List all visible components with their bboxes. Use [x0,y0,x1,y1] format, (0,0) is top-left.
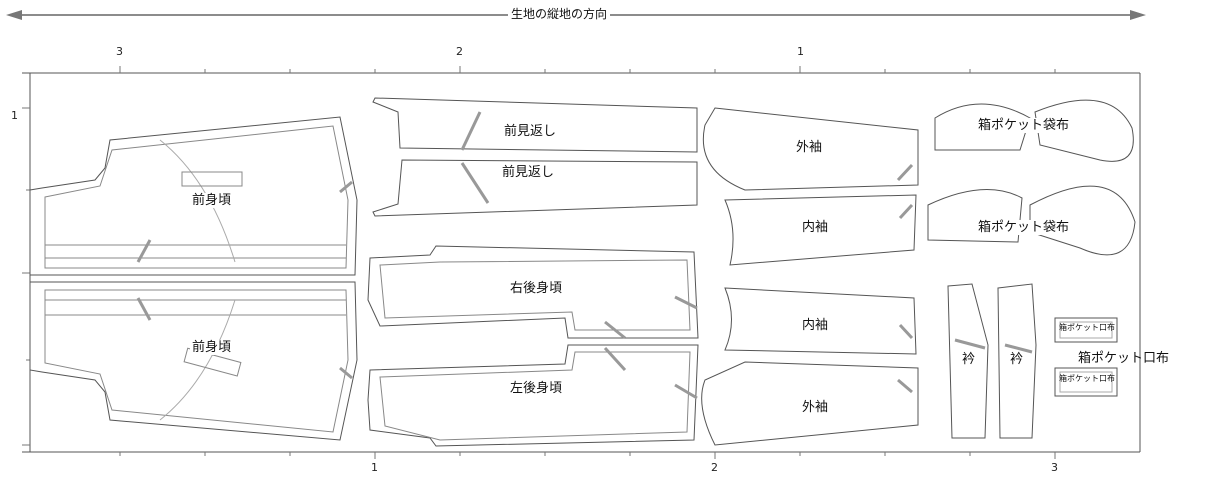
ruler-top-label: 3 [116,45,123,58]
ruler-frame [22,66,1141,459]
welt-inner-label: 箱ポケット口布 [1059,323,1115,332]
front-facing-piece-lower [372,159,698,217]
outer-sleeve-piece-upper [702,107,919,191]
piece-label-inner-sleeve: 内袖 [800,318,831,333]
pocket-bag-piece-2 [927,185,1136,256]
front-facing-piece-upper [372,97,698,153]
ruler-bottom-label: 1 [371,461,378,474]
ruler-bottom-label: 2 [711,461,718,474]
welt-piece-2 [1054,367,1118,397]
ruler-top-label: 1 [797,45,804,58]
inner-sleeve-piece-lower [724,287,917,355]
piece-label-pocket-bag: 箱ポケット袋布 [976,118,1072,133]
grain-direction-label: 生地の縦地の方向 [508,7,611,21]
piece-label-front-body: 前身頃 [190,193,234,208]
piece-label-collar: 衿 [960,352,978,367]
piece-label-front-body: 前身頃 [190,340,234,355]
piece-label-front-facing: 前見返し [500,165,557,180]
piece-label-pocket-welt: 箱ポケット口布 [1078,351,1170,366]
collar-piece-2 [997,283,1037,439]
piece-label-right-back-body: 右後身頃 [508,281,565,296]
collar-piece-1 [947,283,989,439]
piece-label-outer-sleeve: 外袖 [794,140,825,155]
piece-label-left-back-body: 左後身頃 [508,381,565,396]
piece-label-outer-sleeve: 外袖 [800,400,831,415]
inner-sleeve-piece-upper [724,194,917,266]
piece-label-inner-sleeve: 内袖 [800,220,831,235]
piece-label-front-facing: 前見返し [502,124,559,139]
outer-sleeve-piece-lower [701,361,919,446]
front-body-piece-lower [29,281,358,441]
ruler-left-label: 1 [11,109,18,122]
welt-inner-label: 箱ポケット口布 [1059,374,1115,383]
ruler-bottom-label: 3 [1051,461,1058,474]
right-back-body-piece [367,245,699,340]
left-back-body-piece [367,344,699,447]
welt-piece-1 [1054,317,1118,343]
piece-label-pocket-bag: 箱ポケット袋布 [976,220,1072,235]
piece-label-collar: 衿 [1008,352,1026,367]
front-body-piece-upper [29,116,358,276]
ruler-top-label: 2 [456,45,463,58]
